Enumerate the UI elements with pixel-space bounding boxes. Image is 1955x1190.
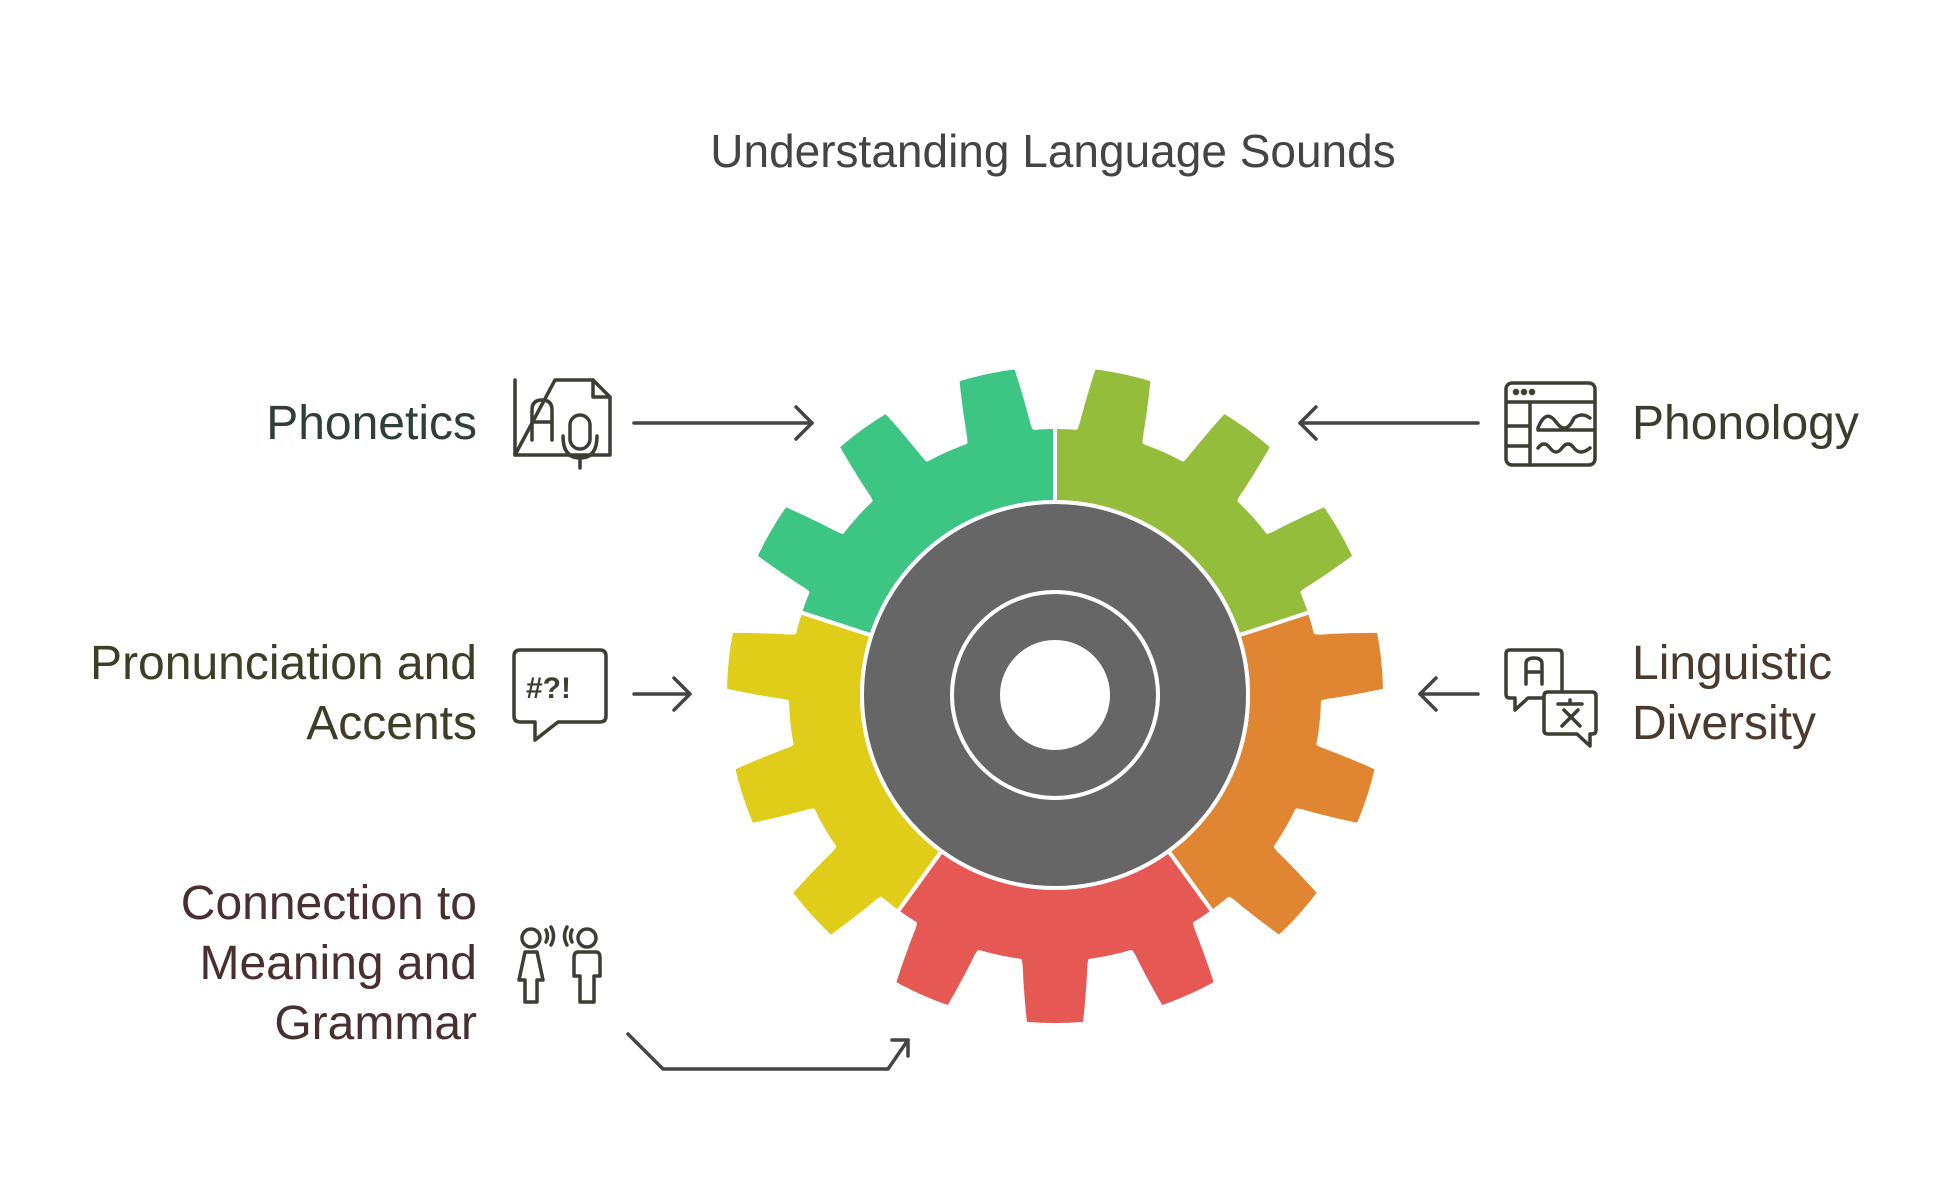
diagram-title: Understanding Language Sounds [710, 125, 1395, 177]
gear-segment-phonetics [753, 365, 1057, 638]
waveform-window-icon [1504, 381, 1597, 467]
document-microphone-icon [513, 378, 612, 470]
label-pronunciation-line-2: Accents [306, 697, 477, 750]
label-connection-line-1: Connection to [181, 877, 477, 930]
label-connection-to-meaning-and-grammar: Connection to Meaning and Grammar [181, 877, 477, 1050]
label-linguistic-line-1: Linguistic [1632, 637, 1832, 690]
gear-segment-pronunciation-and-accents [723, 610, 944, 939]
gear-segment-connection-to-meaning-and-grammar [892, 849, 1218, 1027]
label-phonetics: Phonetics [266, 397, 477, 450]
arrow-phonology [1298, 405, 1480, 441]
translation-bubbles-icon [1504, 648, 1598, 748]
speech-bubble-symbols-icon: #?! [512, 648, 608, 742]
arrow-pronunciation [632, 676, 692, 712]
label-connection-line-3: Grammar [274, 997, 477, 1050]
svg-text:#?!: #?! [526, 672, 571, 705]
label-pronunciation-and-accents: Pronunciation and Accents [90, 637, 477, 750]
two-people-talking-icon [517, 925, 602, 1004]
label-phonetics-line-1: Phonetics [266, 397, 477, 450]
hub-hole [1000, 640, 1110, 750]
gear-hub [860, 500, 1250, 890]
label-linguistic-line-2: Diversity [1632, 697, 1816, 750]
gear-segment-phonology [1053, 365, 1357, 638]
gear [723, 365, 1387, 1027]
label-phonology: Phonology [1632, 397, 1859, 450]
label-phonology-line-1: Phonology [1632, 397, 1859, 450]
label-linguistic-diversity: Linguistic Diversity [1632, 637, 1832, 750]
arrow-connection [626, 1032, 910, 1071]
arrow-linguistic-diversity [1418, 676, 1480, 712]
arrow-phonetics [632, 405, 814, 441]
label-connection-line-2: Meaning and [199, 937, 477, 990]
label-pronunciation-line-1: Pronunciation and [90, 637, 477, 690]
gear-segment-linguistic-diversity [1166, 610, 1387, 939]
